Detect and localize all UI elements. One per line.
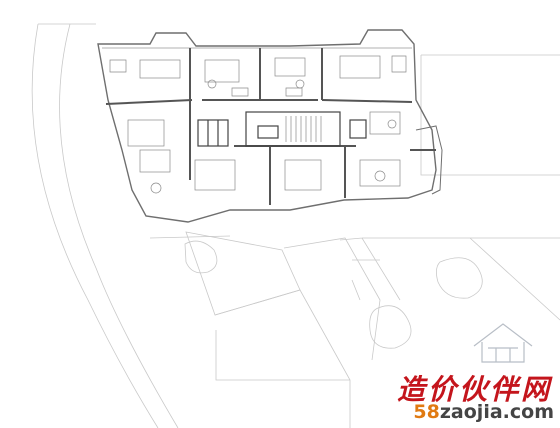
watermark-site-url: 58zaojia.com bbox=[413, 401, 554, 423]
site-context-lines bbox=[31, 23, 560, 428]
watermark-site-name: 造价伙伴网 bbox=[396, 373, 552, 406]
furniture-fixtures bbox=[109, 55, 407, 194]
watermark-url-prefix: 58 bbox=[413, 401, 440, 423]
watermark-url-domain: zaojia.com bbox=[439, 401, 554, 423]
watermark-house-logo bbox=[473, 323, 533, 363]
balcony bbox=[415, 125, 443, 195]
building-core bbox=[197, 111, 367, 147]
